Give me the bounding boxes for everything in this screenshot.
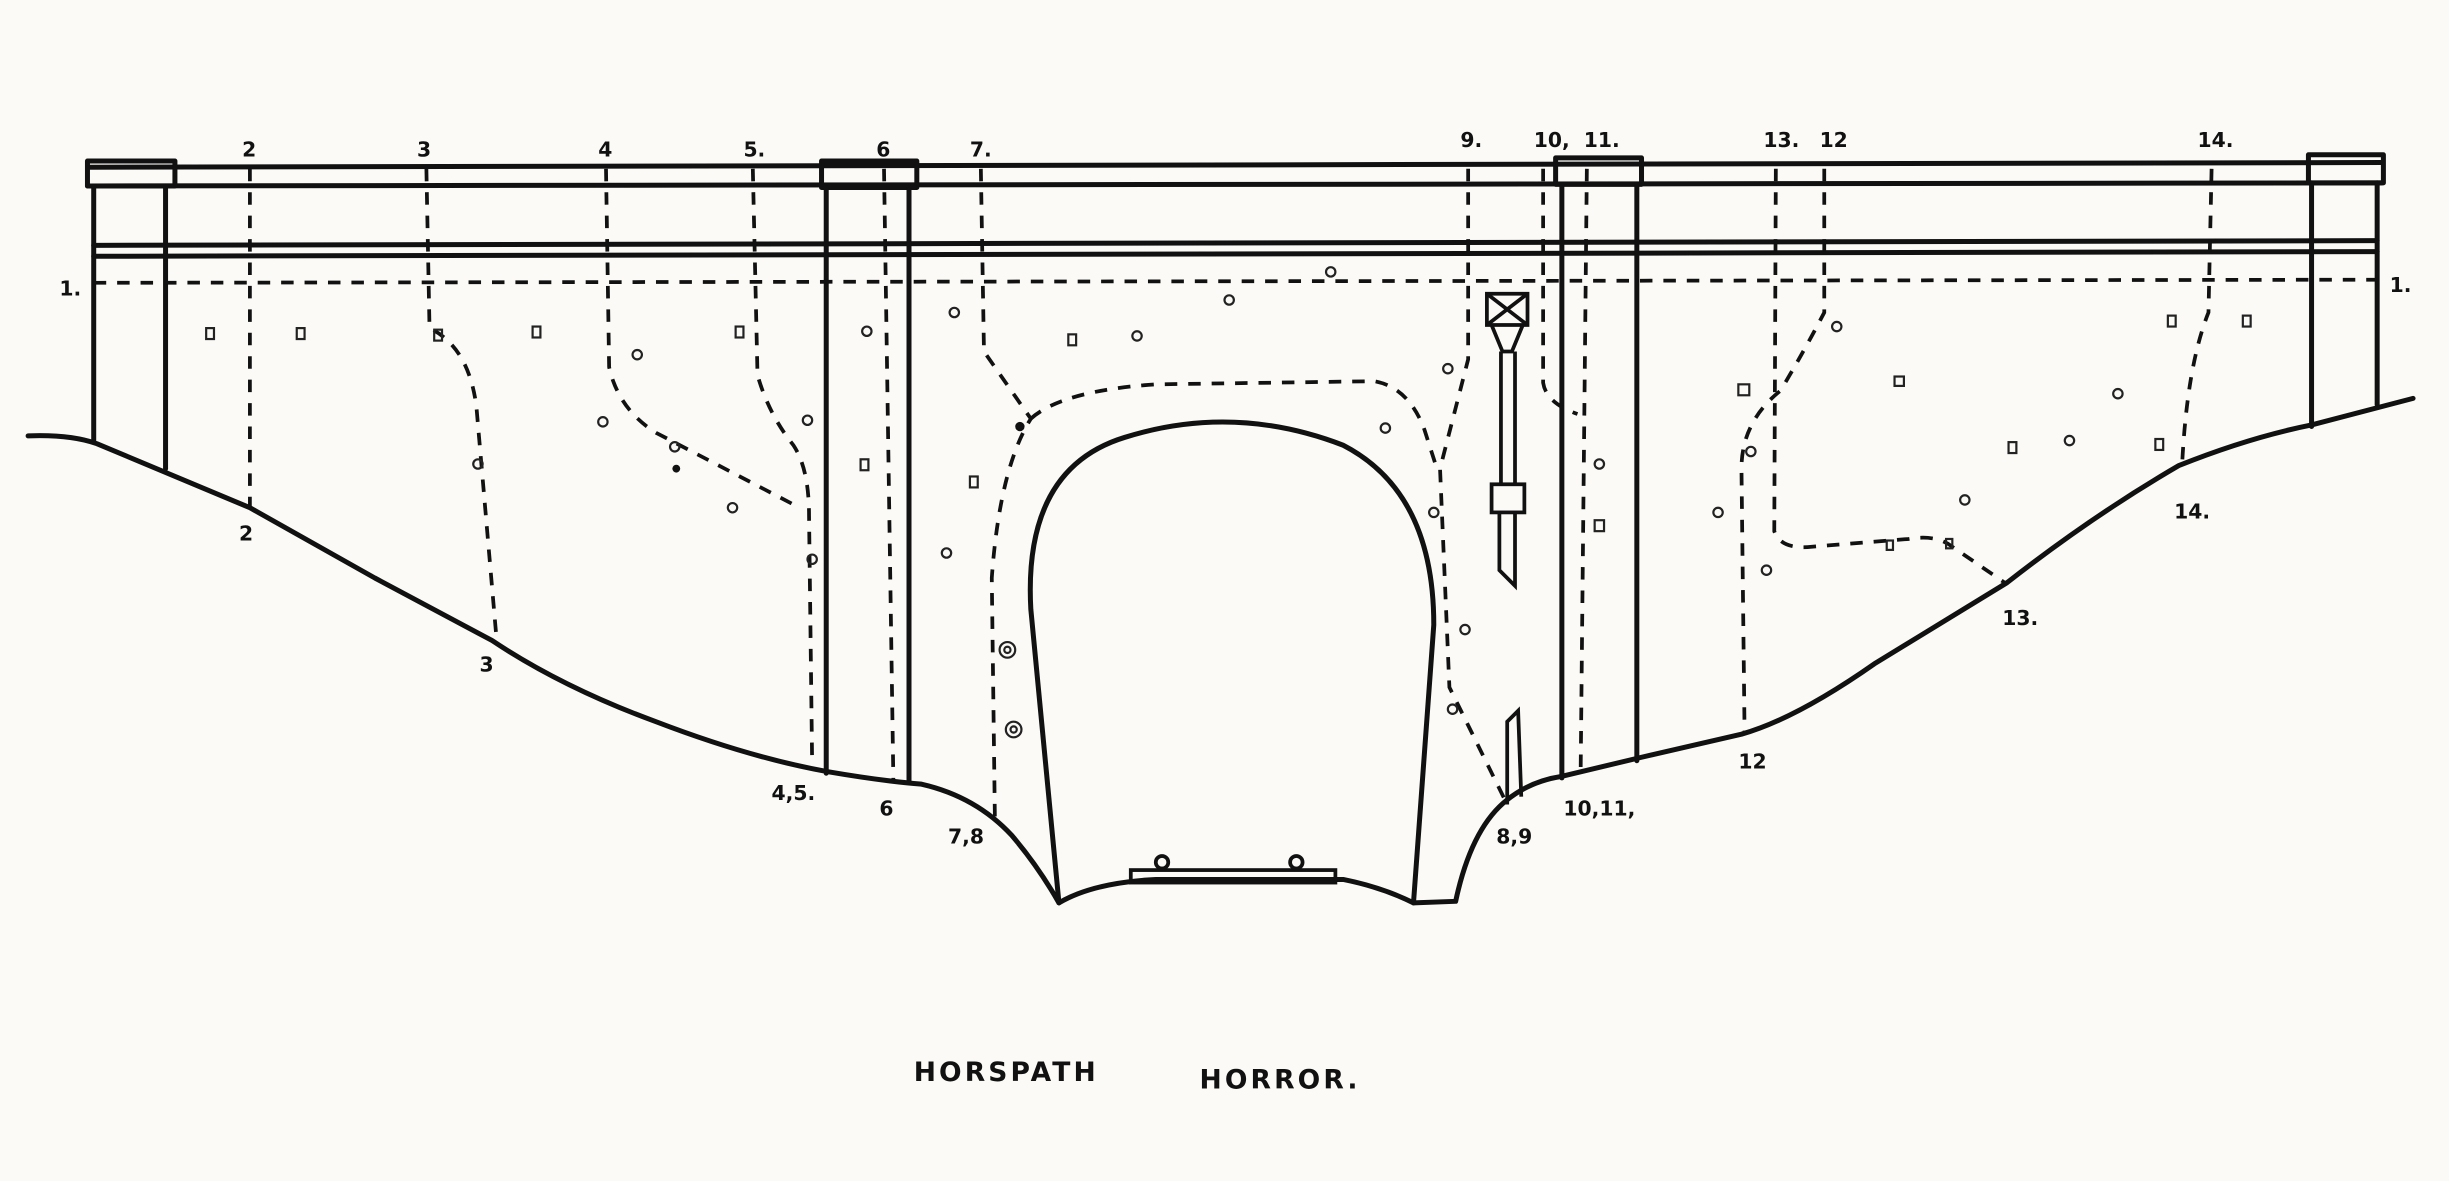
route-label: 3 — [479, 653, 493, 677]
route-labels-top: 2 3 4 5. 6 7. 9. 10, 11. 13. 12 14. — [242, 128, 2233, 161]
title-horror: HORROR. — [1200, 1065, 1361, 1096]
pier-cap-middle-right — [1553, 155, 1645, 187]
route-labels-bottom: 2 3 4,5. 6 7,8 8,9 10,11, 12 13. 14. — [239, 500, 2210, 849]
route-label: 3 — [417, 137, 431, 161]
route-label: 14. — [2198, 128, 2234, 152]
route-6 — [882, 168, 896, 782]
route-8 — [1029, 379, 1439, 470]
pier-cap-right — [2305, 152, 2386, 186]
post-stub — [1505, 706, 1524, 805]
route-label: 5. — [743, 137, 765, 161]
route-label: 13. — [2002, 606, 2038, 630]
routes — [93, 168, 2382, 821]
route-10 — [1541, 168, 1579, 416]
route-label: 8,9 — [1496, 825, 1532, 849]
route-label: 7. — [970, 137, 992, 161]
route-5 — [750, 168, 815, 766]
route-label: 1. — [59, 276, 81, 300]
piers — [91, 180, 2380, 784]
route-label: 11. — [1584, 128, 1620, 152]
route-label: 12 — [1738, 750, 1766, 774]
parapet — [84, 152, 2386, 191]
route-labels-side: 1. 1. — [59, 273, 2411, 300]
route-label: 2 — [242, 137, 256, 161]
title-horspath: HORSPATH — [914, 1057, 1099, 1088]
route-12 — [1739, 168, 1827, 735]
route-label: 13. — [1763, 128, 1799, 152]
route-11 — [1578, 168, 1589, 777]
route-1 — [93, 277, 2382, 285]
route-label: 12 — [1820, 128, 1848, 152]
route-label: 10,11, — [1563, 796, 1635, 820]
route-label: 1. — [2390, 273, 2412, 297]
route-3 — [424, 168, 499, 641]
route-14 — [2180, 168, 2214, 469]
pier-cap-middle-left — [819, 158, 920, 191]
tunnel-arch — [1027, 419, 1437, 906]
route-label: 6 — [879, 796, 893, 820]
route-label: 2 — [239, 522, 253, 546]
route-7 — [978, 168, 1034, 821]
lamp-post — [1485, 291, 1530, 591]
route-label: 9. — [1460, 128, 1482, 152]
holds — [205, 266, 2252, 739]
route-label: 6 — [876, 137, 890, 161]
route-label: 4 — [598, 137, 612, 161]
route-13 — [1772, 168, 2009, 586]
route-4 — [604, 168, 801, 510]
string-course — [91, 238, 2380, 259]
route-label: 10, — [1534, 128, 1570, 152]
track-trolley — [1128, 854, 1338, 885]
pier-cap-left — [84, 158, 178, 189]
route-label: 4,5. — [772, 781, 816, 805]
route-label: 14. — [2174, 500, 2210, 524]
ground-line — [25, 395, 2416, 906]
route-9 — [1438, 168, 1509, 806]
route-label: 7,8 — [948, 825, 984, 849]
